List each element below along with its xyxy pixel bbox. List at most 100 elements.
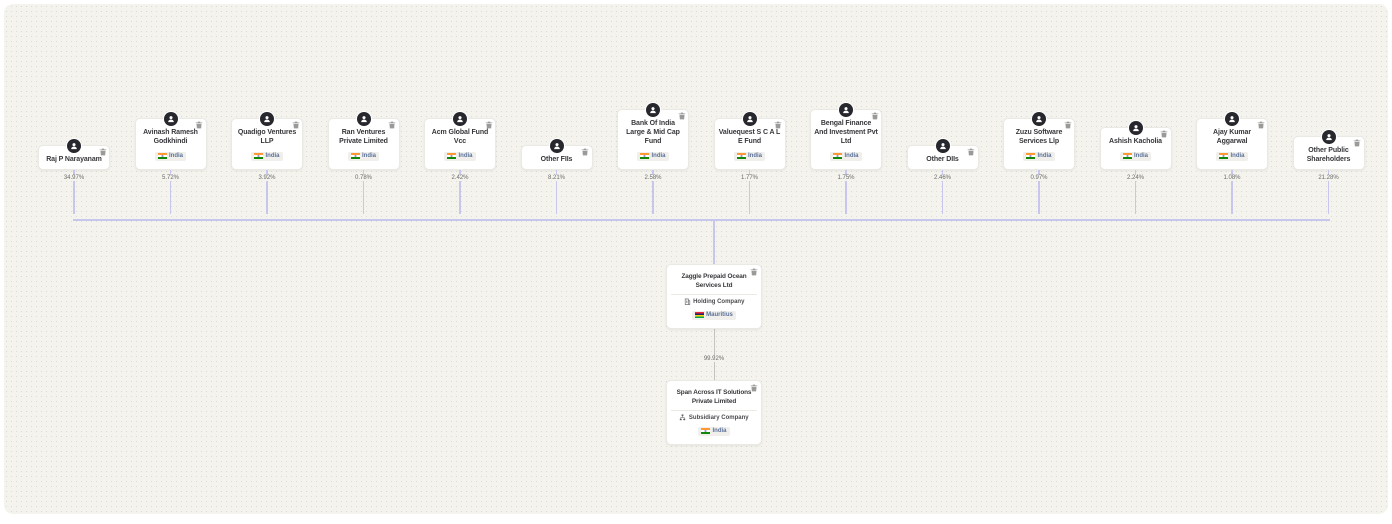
shareholder-card[interactable]: Ajay Kumar Aggarwal India — [1196, 111, 1268, 170]
holding-company-name: Zaggle Prepaid Ocean Services Ltd — [681, 273, 747, 289]
shareholder-name: Acm Global Fund Vcc — [431, 128, 489, 145]
trash-icon[interactable] — [1063, 121, 1072, 130]
country-label: India — [168, 153, 183, 159]
trash-icon[interactable] — [195, 121, 204, 130]
shareholder-card[interactable]: Other FIIs — [520, 138, 593, 170]
country-label: India — [361, 153, 376, 159]
country-label: India — [747, 153, 762, 159]
connector-bus — [73, 219, 1330, 221]
shareholder-node[interactable]: Raj P Narayanam 34.97% — [38, 138, 110, 214]
trash-icon[interactable] — [967, 148, 976, 157]
ownership-edge — [459, 170, 461, 214]
trash-icon[interactable] — [749, 267, 758, 276]
trash-icon[interactable] — [774, 121, 783, 130]
country-badge: India — [733, 151, 765, 161]
company-type-label: Holding Company — [693, 298, 745, 305]
connector-holding-to-subsidiary — [714, 302, 715, 381]
shareholder-name: Other FIIs — [540, 155, 573, 163]
trash-icon[interactable] — [1160, 130, 1169, 139]
shareholder-name: Valuequest S C A L E Fund — [718, 128, 781, 145]
ownership-edge — [555, 170, 558, 214]
shareholder-node[interactable]: Other FIIs 8.21% — [520, 138, 593, 214]
ownership-percentage: 21.28% — [1316, 175, 1341, 181]
shareholder-card[interactable]: Zuzu Software Services Llp India — [1003, 111, 1075, 170]
ownership-edge — [748, 170, 751, 214]
country-badge: Mauritius — [692, 310, 736, 320]
trash-icon[interactable] — [1256, 121, 1265, 130]
ownership-edge — [362, 170, 365, 214]
shareholder-node[interactable]: Ran Ventures Private Limited India 0.78% — [327, 111, 400, 214]
shareholder-card[interactable]: Bengal Finance And Investment Pvt Ltd In… — [810, 102, 882, 170]
hierarchy-icon — [680, 414, 686, 421]
trash-icon[interactable] — [291, 121, 300, 130]
country-badge: India — [698, 426, 730, 436]
ownership-percentage: 2.58% — [642, 175, 664, 181]
ownership-percentage: 34.97% — [61, 175, 87, 181]
shareholder-card[interactable]: Raj P Narayanam — [38, 138, 110, 170]
trash-icon[interactable] — [1353, 139, 1362, 148]
person-avatar-icon — [1032, 111, 1046, 126]
country-badge: India — [1119, 151, 1151, 161]
shareholder-node[interactable]: Ajay Kumar Aggarwal India 1.08% — [1196, 111, 1268, 214]
shareholder-node[interactable]: Valuequest S C A L E Fund India 1.77% — [713, 111, 786, 214]
building-icon — [684, 298, 690, 305]
country-label: India — [1230, 153, 1245, 159]
country-badge: India — [444, 151, 476, 161]
india-flag-icon — [833, 153, 843, 159]
shareholder-node[interactable]: Other Public Shareholders 21.28% — [1292, 129, 1365, 214]
shareholder-card[interactable]: Ashish Kacholia India — [1099, 120, 1172, 170]
ownership-edge — [266, 170, 268, 214]
country-badge: India — [637, 151, 669, 161]
person-avatar-icon — [742, 111, 757, 126]
subsidiary-ownership-percentage: 99.92% — [701, 356, 727, 362]
shareholder-node[interactable]: Other DIIs 2.46% — [906, 138, 979, 214]
ownership-edge — [73, 170, 75, 214]
shareholder-node[interactable]: Zuzu Software Services Llp India 0.97% — [1003, 111, 1075, 214]
ownership-percentage: 2.46% — [931, 175, 954, 181]
trash-icon[interactable] — [98, 148, 107, 157]
india-flag-icon — [701, 428, 711, 435]
holding-company-node[interactable]: Zaggle Prepaid Ocean Services Ltd Holdin… — [666, 264, 762, 330]
shareholder-node[interactable]: Quadigo Ventures LLP India 3.92% — [231, 111, 303, 214]
shareholder-node[interactable]: Acm Global Fund Vcc India 2.42% — [424, 111, 496, 214]
country-badge: India — [154, 151, 186, 161]
shareholder-node[interactable]: Bengal Finance And Investment Pvt Ltd In… — [810, 102, 882, 214]
ownership-edge — [652, 170, 654, 214]
ownership-edge — [1327, 170, 1330, 214]
shareholder-card[interactable]: Other Public Shareholders — [1292, 129, 1365, 170]
card-divider — [671, 294, 757, 296]
trash-icon[interactable] — [388, 121, 397, 130]
person-avatar-icon — [935, 138, 950, 153]
shareholder-node[interactable]: Bank Of India Large & Mid Cap Fund India… — [617, 102, 689, 214]
person-avatar-icon — [1321, 129, 1336, 144]
shareholder-card[interactable]: Bank Of India Large & Mid Cap Fund India — [617, 102, 689, 170]
shareholder-name: Avinash Ramesh Godkhindi — [143, 128, 198, 145]
shareholder-card[interactable]: Other DIIs — [906, 138, 979, 170]
trash-icon[interactable] — [870, 112, 879, 121]
trash-icon[interactable] — [581, 148, 590, 157]
ownership-percentage: 0.78% — [352, 175, 375, 181]
shareholder-card[interactable]: Acm Global Fund Vcc India — [424, 111, 496, 170]
country-label: India — [844, 153, 859, 159]
shareholder-node[interactable]: Ashish Kacholia India 2.24% — [1099, 120, 1172, 214]
card-divider — [671, 410, 757, 412]
ownership-percentage: 0.97% — [1028, 175, 1050, 181]
country-label: India — [1037, 153, 1052, 159]
person-avatar-icon — [67, 138, 81, 153]
person-avatar-icon — [453, 111, 467, 126]
india-flag-icon — [350, 153, 360, 159]
shareholder-card[interactable]: Ran Ventures Private Limited India — [327, 111, 400, 170]
india-flag-icon — [254, 153, 264, 159]
trash-icon[interactable] — [749, 383, 758, 392]
ownership-percentage: 2.24% — [1124, 175, 1147, 181]
shareholder-card[interactable]: Quadigo Ventures LLP India — [231, 111, 303, 170]
subsidiary-company-name: Span Across IT Solutions Private Limited — [676, 389, 752, 405]
person-avatar-icon — [839, 102, 853, 117]
org-chart-canvas[interactable]: 99.92% Raj P Narayanam 34.97% — [4, 4, 1388, 514]
trash-icon[interactable] — [677, 112, 686, 121]
trash-icon[interactable] — [484, 121, 493, 130]
shareholder-card[interactable]: Avinash Ramesh Godkhindi India — [134, 111, 207, 170]
shareholder-card[interactable]: Valuequest S C A L E Fund India — [713, 111, 786, 170]
shareholder-node[interactable]: Avinash Ramesh Godkhindi India 5.72% — [134, 111, 207, 214]
subsidiary-company-node[interactable]: Span Across IT Solutions Private Limited… — [666, 380, 762, 446]
